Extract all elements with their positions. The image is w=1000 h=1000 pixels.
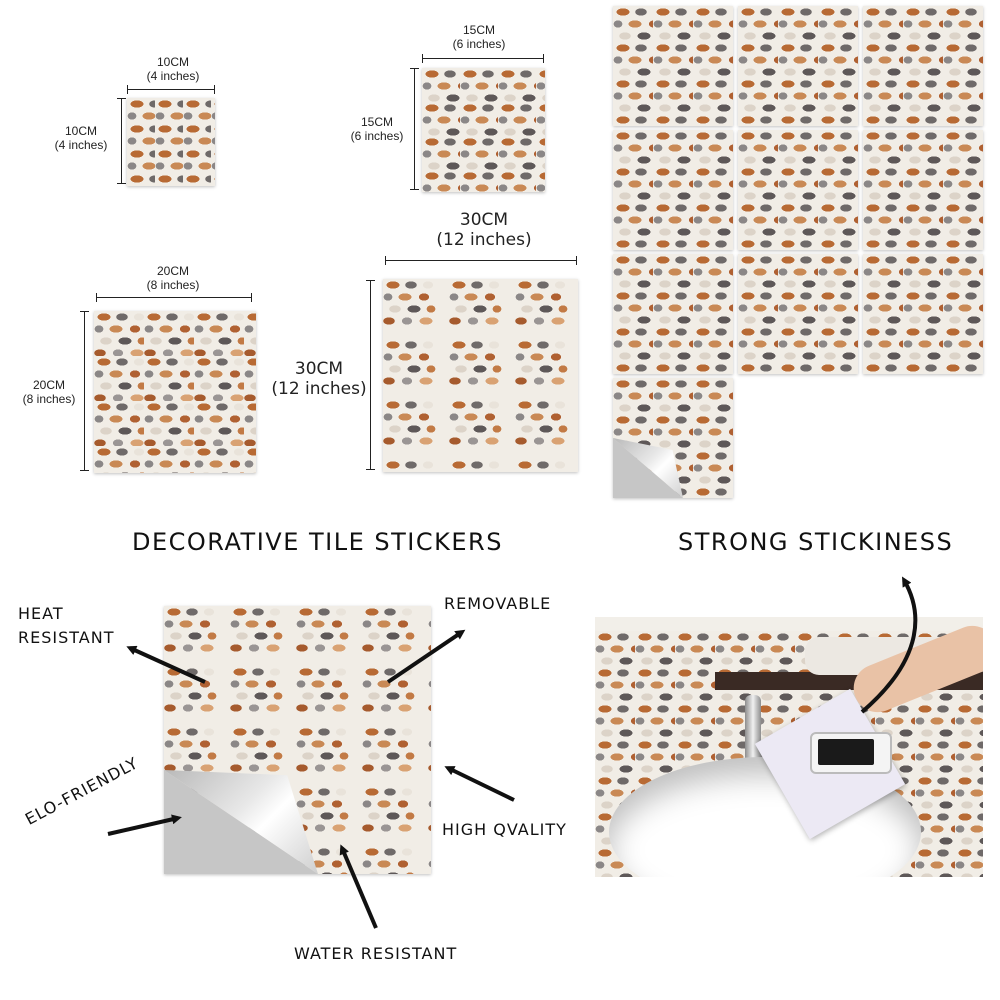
size-15-side-label: 15CM (6 inches)	[342, 115, 412, 143]
size-15-in: (6 inches)	[452, 37, 506, 51]
size-20-side-cm: 20CM	[32, 378, 65, 392]
size-30-side-in: (12 inches)	[271, 379, 367, 399]
phone-icon	[810, 732, 892, 774]
size-10-side-in: (4 inches)	[54, 138, 108, 152]
heading-stickiness: STRONG STICKINESS	[678, 528, 954, 556]
tile-20cm	[94, 311, 256, 473]
tile-15cm	[422, 68, 545, 192]
tile-30cm	[383, 279, 578, 472]
size-20-height-line	[80, 311, 89, 471]
feature-quality: HIGH QVALITY	[442, 820, 567, 839]
feature-water: WATER RESISTANT	[294, 944, 458, 963]
size-20-width-line	[96, 293, 252, 302]
arrow-quality-icon	[444, 766, 515, 802]
size-30-cm: 30CM	[459, 210, 509, 230]
feature-eco: ELO-FRIENDLY	[22, 753, 142, 829]
size-15-width-line	[422, 54, 544, 63]
bathroom-photo	[595, 617, 983, 877]
grid-tile-r3c2	[738, 254, 858, 374]
grid-tile-r1c2	[738, 6, 858, 126]
size-20-side-label: 20CM (8 inches)	[14, 378, 84, 406]
grid-tile-r1c1	[613, 6, 733, 126]
grid-tile-r1c3	[863, 6, 983, 126]
feature-heat-line2: RESISTANT	[18, 628, 115, 647]
grid-tile-r3c3	[863, 254, 983, 374]
size-30-side-cm: 30CM	[294, 359, 344, 379]
feature-heat-line1: HEAT	[18, 604, 64, 623]
tile-10cm	[127, 98, 215, 186]
grid-tile-r2c2	[738, 130, 858, 250]
size-20-top-label: 20CM (8 inches)	[118, 264, 228, 292]
size-15-side-cm: 15CM	[360, 115, 393, 129]
size-20-in: (8 inches)	[146, 278, 200, 292]
size-30-side-label: 30CM (12 inches)	[266, 359, 372, 399]
size-10-top-label: 10CM (4 inches)	[118, 55, 228, 83]
heading-decorative: DECORATIVE TILE STICKERS	[132, 528, 503, 556]
size-30-width-line	[385, 256, 577, 265]
size-30-top-label: 30CM (12 inches)	[414, 210, 554, 250]
grid-tile-r2c3	[863, 130, 983, 250]
size-20-cm: 20CM	[156, 264, 189, 278]
grid-tile-r3c1	[613, 254, 733, 374]
grid-tile-r2c1	[613, 130, 733, 250]
phone-screen	[818, 739, 874, 765]
size-10-side-cm: 10CM	[64, 124, 97, 138]
size-10-side-label: 10CM (4 inches)	[46, 124, 116, 152]
size-10-in: (4 inches)	[146, 69, 200, 83]
size-10-width-line	[127, 85, 215, 94]
size-30-height-line	[366, 280, 375, 470]
size-10-height-line	[117, 98, 126, 184]
size-15-height-line	[410, 68, 419, 190]
size-30-in: (12 inches)	[436, 230, 532, 250]
feature-removable: REMOVABLE	[444, 594, 552, 613]
size-15-top-label: 15CM (6 inches)	[424, 23, 534, 51]
size-15-side-in: (6 inches)	[350, 129, 404, 143]
size-20-side-in: (8 inches)	[22, 392, 76, 406]
size-10-cm: 10CM	[156, 55, 189, 69]
size-15-cm: 15CM	[462, 23, 495, 37]
